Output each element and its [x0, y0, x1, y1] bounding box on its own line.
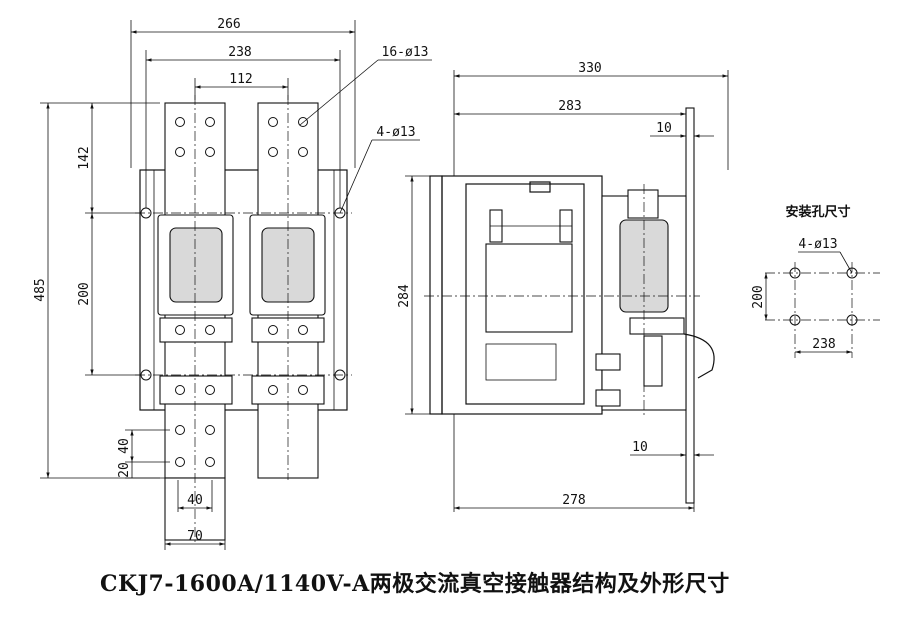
- side-lower-terminal: [629, 317, 685, 335]
- dim-top-offset: 142: [77, 146, 92, 169]
- side-base-flange: [429, 175, 443, 415]
- side-nut-a: [595, 353, 621, 371]
- mounting-pattern: 安装孔尺寸 4-ø13 200 238: [751, 204, 880, 358]
- pattern-holes-callout: 4-ø13: [798, 237, 837, 252]
- dim-bracket-thickness-top: 10: [656, 121, 672, 136]
- terminal-hole: [298, 117, 308, 127]
- terminal-holes: [175, 117, 308, 467]
- dim-body-depth: 283: [558, 99, 581, 114]
- dim-side-height: 284: [397, 284, 412, 308]
- dim-terminal-width-inner: 40: [187, 493, 203, 508]
- dim-bracket-thickness-bottom: 10: [632, 440, 648, 455]
- left-vacuum-bottle: [169, 227, 223, 303]
- terminal-hole: [175, 385, 185, 395]
- callout-mount-holes: 4-ø13: [376, 125, 415, 140]
- dim-terminal-end: 20: [117, 462, 132, 478]
- dim-terminal-width: 70: [187, 529, 203, 544]
- dim-pole-spacing: 112: [229, 72, 252, 87]
- terminal-hole: [175, 147, 185, 157]
- dim-hole-spacing-width: 238: [228, 45, 251, 60]
- terminal-hole: [298, 147, 308, 157]
- side-shaft: [643, 335, 663, 387]
- terminal-hole: [175, 457, 185, 467]
- dim-hole-spacing-height: 200: [77, 282, 92, 305]
- side-top-bolt: [529, 181, 551, 193]
- dim-terminal-pitch: 40: [117, 438, 132, 454]
- left-lower-clamp: [159, 375, 233, 405]
- dim-overall-depth: 330: [578, 61, 601, 76]
- terminal-hole: [298, 385, 308, 395]
- mounting-title: 安装孔尺寸: [785, 204, 850, 220]
- terminal-hole: [205, 325, 215, 335]
- front-plate-inner: [153, 169, 335, 411]
- side-coil-frame: [465, 183, 585, 405]
- terminal-hole: [205, 117, 215, 127]
- side-nut-b: [595, 389, 621, 407]
- dim-bottom-depth: 278: [562, 493, 585, 508]
- terminal-hole: [268, 385, 278, 395]
- pattern-width: 238: [812, 337, 835, 352]
- pattern-height: 200: [751, 285, 766, 308]
- left-clamp: [159, 317, 233, 343]
- side-flexible-link: [683, 333, 715, 379]
- callout-terminal-holes: 16-ø13: [382, 45, 429, 60]
- side-upper-terminal: [627, 189, 659, 219]
- front-view: 266 238 112 485 142 200 40 20 40 70 16-ø…: [33, 17, 432, 550]
- terminal-hole: [175, 325, 185, 335]
- dim-overall-height: 485: [33, 278, 48, 301]
- terminal-hole: [298, 325, 308, 335]
- terminal-hole: [268, 147, 278, 157]
- side-view: 330 283 10 284 10 278: [397, 61, 729, 512]
- terminal-hole: [205, 385, 215, 395]
- side-coil: [485, 243, 573, 333]
- side-plate: [485, 343, 557, 381]
- dim-overall-width: 266: [217, 17, 240, 32]
- terminal-hole: [205, 457, 215, 467]
- drawing-caption: CKJ7-1600A/1140V-A两极交流真空接触器结构及外形尺寸: [100, 571, 730, 597]
- terminal-hole: [268, 325, 278, 335]
- terminal-hole: [205, 425, 215, 435]
- side-mounting-plate: [685, 107, 695, 504]
- terminal-hole: [175, 117, 185, 127]
- terminal-hole: [268, 117, 278, 127]
- terminal-hole: [175, 425, 185, 435]
- terminal-hole: [205, 147, 215, 157]
